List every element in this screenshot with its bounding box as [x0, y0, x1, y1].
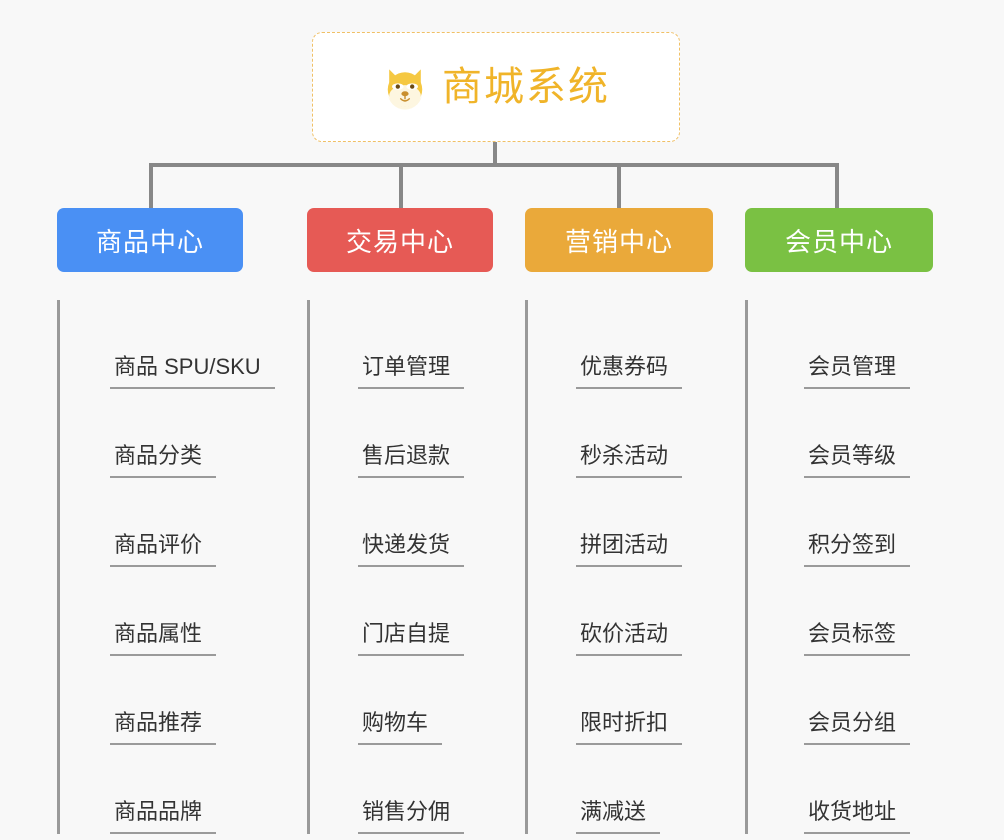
connector-drop-2 [399, 163, 403, 209]
category-column-marketing: 营销中心 优惠券码 秒杀活动 拼团活动 砍价活动 限时折扣 满减送 [525, 208, 715, 834]
category-column-member: 会员中心 会员管理 会员等级 积分签到 会员标签 会员分组 收货地址 [745, 208, 935, 834]
list-item-label: 商品品牌 [110, 801, 217, 834]
category-columns: 商品中心 商品 SPU/SKU 商品分类 商品评价 商品属性 商品推荐 商品品牌… [0, 208, 1004, 834]
list-item-label: 拼团活动 [576, 534, 683, 567]
list-item-label: 会员等级 [804, 445, 911, 478]
list-item-label: 快递发货 [358, 534, 465, 567]
connector-drop-3 [617, 163, 621, 209]
list-item[interactable]: 拼团活动 [532, 478, 715, 567]
category-header-label: 交易中心 [345, 226, 454, 257]
list-item-label: 销售分佣 [358, 801, 465, 834]
category-header-marketing[interactable]: 营销中心 [525, 208, 713, 272]
list-item-label: 门店自提 [358, 623, 465, 656]
list-item[interactable]: 售后退款 [314, 389, 497, 478]
category-header-trade[interactable]: 交易中心 [307, 208, 493, 272]
list-item-label: 限时折扣 [576, 712, 683, 745]
list-item[interactable]: 限时折扣 [532, 656, 715, 745]
list-item[interactable]: 商品评价 [64, 478, 257, 567]
connector-drop-1 [149, 163, 153, 209]
root-node[interactable]: 商城系统 [312, 32, 680, 142]
list-item-label: 商品推荐 [110, 712, 217, 745]
list-item[interactable]: 销售分佣 [314, 745, 497, 834]
connector-drop-4 [835, 163, 839, 209]
list-item-label: 砍价活动 [576, 623, 683, 656]
list-item[interactable]: 购物车 [314, 656, 497, 745]
list-item-label: 会员分组 [804, 712, 911, 745]
category-header-label: 商品中心 [95, 226, 204, 257]
category-header-member[interactable]: 会员中心 [745, 208, 933, 272]
list-item[interactable]: 会员等级 [752, 389, 935, 478]
dog-face-icon [387, 69, 423, 110]
category-column-product: 商品中心 商品 SPU/SKU 商品分类 商品评价 商品属性 商品推荐 商品品牌 [57, 208, 275, 834]
list-item-label: 收货地址 [804, 801, 911, 834]
category-column-trade: 交易中心 订单管理 售后退款 快递发货 门店自提 购物车 销售分佣 [307, 208, 497, 834]
category-items-product: 商品 SPU/SKU 商品分类 商品评价 商品属性 商品推荐 商品品牌 [57, 300, 275, 834]
list-item-label: 售后退款 [358, 445, 465, 478]
category-items-member: 会员管理 会员等级 积分签到 会员标签 会员分组 收货地址 [745, 300, 935, 834]
list-item[interactable]: 商品推荐 [64, 656, 257, 745]
connector-horizontal-bus [149, 163, 839, 167]
list-item-label: 会员标签 [804, 623, 911, 656]
list-item-label: 商品 SPU/SKU [110, 356, 275, 389]
list-item[interactable]: 商品 SPU/SKU [64, 300, 275, 389]
list-item[interactable]: 收货地址 [752, 745, 935, 834]
list-item-label: 满减送 [576, 801, 661, 834]
list-item[interactable]: 会员管理 [752, 300, 935, 389]
list-item-label: 秒杀活动 [576, 445, 683, 478]
list-item-label: 商品属性 [110, 623, 217, 656]
list-item[interactable]: 会员标签 [752, 567, 935, 656]
list-item[interactable]: 商品品牌 [64, 745, 257, 834]
list-item[interactable]: 秒杀活动 [532, 389, 715, 478]
list-item-label: 商品评价 [110, 534, 217, 567]
list-item-label: 优惠券码 [576, 356, 683, 389]
category-items-marketing: 优惠券码 秒杀活动 拼团活动 砍价活动 限时折扣 满减送 [525, 300, 715, 834]
connector-root-stem [493, 142, 497, 166]
list-item[interactable]: 砍价活动 [532, 567, 715, 656]
list-item[interactable]: 门店自提 [314, 567, 497, 656]
list-item-label: 会员管理 [804, 356, 911, 389]
list-item[interactable]: 满减送 [532, 745, 715, 834]
list-item[interactable]: 订单管理 [314, 300, 497, 389]
list-item[interactable]: 商品分类 [64, 389, 257, 478]
category-items-trade: 订单管理 售后退款 快递发货 门店自提 购物车 销售分佣 [307, 300, 497, 834]
category-header-label: 会员中心 [784, 226, 893, 257]
list-item-label: 购物车 [358, 712, 443, 745]
list-item[interactable]: 快递发货 [314, 478, 497, 567]
root-title: 商城系统 [442, 65, 610, 109]
list-item[interactable]: 优惠券码 [532, 300, 715, 389]
list-item-label: 积分签到 [804, 534, 911, 567]
list-item[interactable]: 积分签到 [752, 478, 935, 567]
list-item[interactable]: 会员分组 [752, 656, 935, 745]
category-header-label: 营销中心 [564, 226, 673, 257]
list-item-label: 商品分类 [110, 445, 217, 478]
list-item-label: 订单管理 [358, 356, 465, 389]
category-header-product[interactable]: 商品中心 [57, 208, 243, 272]
list-item[interactable]: 商品属性 [64, 567, 257, 656]
